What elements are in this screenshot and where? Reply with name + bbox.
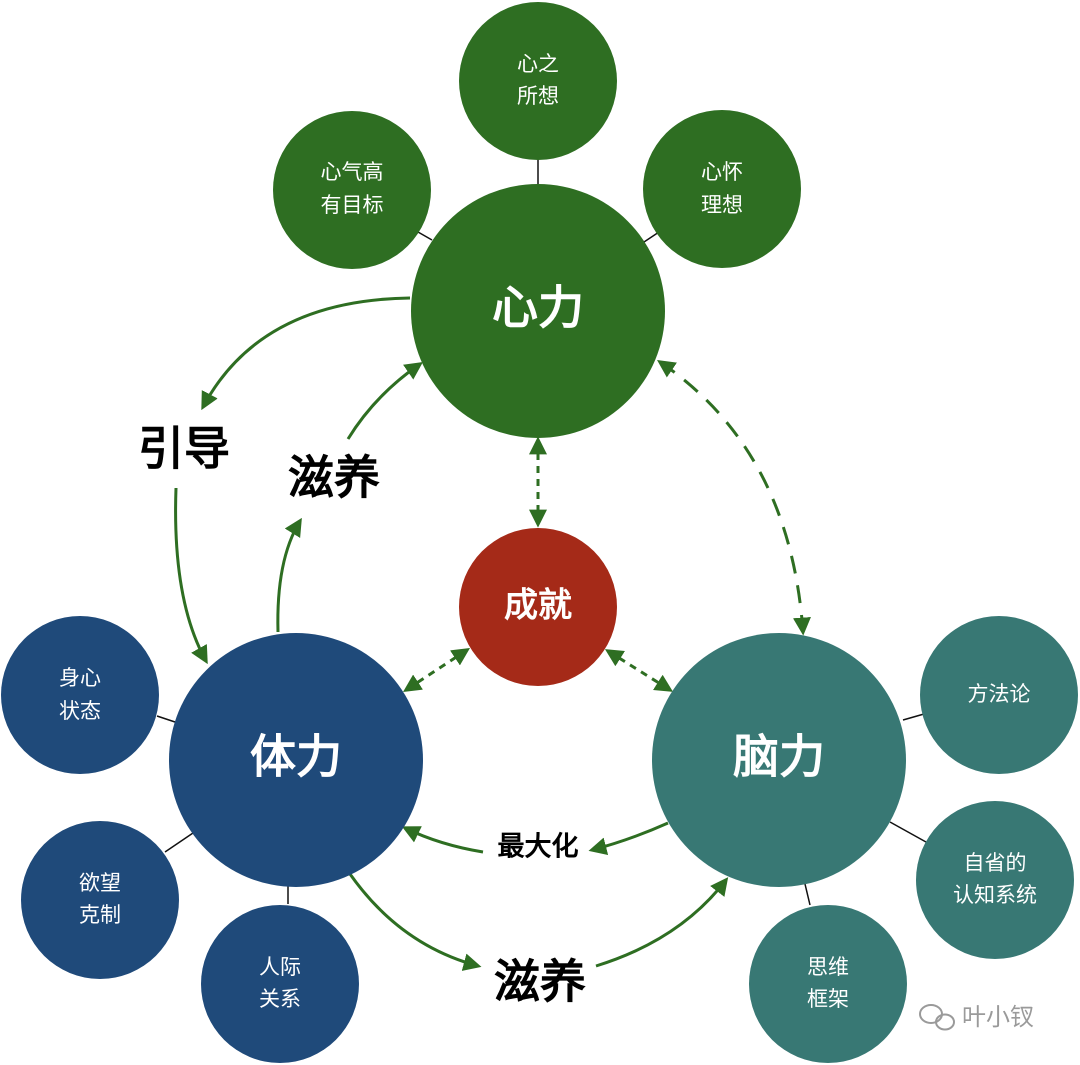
node-tili bbox=[169, 633, 423, 887]
arrow-zuidahua-left bbox=[401, 826, 484, 854]
edge-labels: 引导 滋养 最大化 滋养 bbox=[138, 422, 586, 1009]
node-xinli bbox=[411, 184, 665, 438]
satellite-text: 状态 bbox=[59, 699, 101, 723]
node-chengjiu bbox=[459, 528, 617, 686]
satellite-xinzhi-suoxiang bbox=[459, 2, 617, 160]
arrow-ziyang-left-bottom bbox=[276, 517, 302, 633]
satellite-xinqigao bbox=[273, 111, 431, 269]
connector-naoli-lower bbox=[889, 821, 927, 843]
satellite-text: 思维 bbox=[807, 955, 849, 979]
satellite-text: 有目标 bbox=[321, 193, 384, 217]
arrow-ziyang-bottom-right bbox=[595, 877, 729, 968]
tili-satellites: 身心 状态 欲望 克制 人际 关系 bbox=[1, 616, 359, 1063]
satellite-text: 理想 bbox=[701, 193, 743, 217]
satellite-text: 人际 bbox=[259, 955, 301, 979]
connector-xinli-right bbox=[643, 231, 660, 243]
arrow-ziyang-bottom-left bbox=[348, 873, 482, 971]
satellite-text: 框架 bbox=[807, 987, 849, 1011]
satellite-renji-guanxi bbox=[201, 905, 359, 1063]
naoli-satellites: 方法论 自省的 认知系统 思维 框架 bbox=[749, 616, 1078, 1063]
satellite-text: 方法论 bbox=[968, 682, 1031, 706]
label-ziyang-bottom: 滋养 bbox=[494, 955, 586, 1009]
satellite-yuwang-kezhi bbox=[21, 821, 179, 979]
connector-tili-top bbox=[156, 715, 176, 723]
connector-tili-left bbox=[164, 832, 194, 853]
label-ziyang-left: 滋养 bbox=[288, 451, 380, 505]
satellite-connectors bbox=[156, 158, 927, 906]
wechat-icon bbox=[919, 1004, 955, 1031]
satellite-xinhuai-lixiang bbox=[643, 110, 801, 268]
satellite-text: 心怀 bbox=[701, 160, 743, 184]
satellite-text: 心之 bbox=[517, 52, 559, 76]
satellite-text: 克制 bbox=[79, 903, 121, 927]
label-yindao: 引导 bbox=[138, 422, 230, 476]
arrow-xinli-naoli bbox=[657, 359, 811, 636]
satellite-text: 心气高 bbox=[321, 160, 384, 184]
satellite-text: 欲望 bbox=[79, 871, 121, 895]
node-naoli-label: 脑力 bbox=[733, 730, 825, 784]
node-naoli bbox=[652, 633, 906, 887]
connector-naoli-right bbox=[902, 713, 925, 721]
xinli-satellites: 心之 所想 心气高 有目标 心怀 理想 bbox=[273, 2, 801, 269]
arrow-chengjiu-naoli bbox=[604, 649, 674, 692]
satellite-text: 所想 bbox=[517, 84, 559, 108]
arrow-yindao-top bbox=[201, 296, 411, 411]
watermark-text: 叶小钗 bbox=[962, 1003, 1034, 1031]
satellite-text: 身心 bbox=[59, 666, 101, 690]
label-zuidahua: 最大化 bbox=[498, 832, 579, 863]
arrow-yindao-bottom bbox=[174, 487, 208, 665]
watermark: 叶小钗 bbox=[919, 1003, 1034, 1031]
connector-naoli-bottom bbox=[804, 883, 811, 906]
satellite-text: 认知系统 bbox=[953, 883, 1037, 907]
arrow-chengjiu-tili bbox=[402, 648, 471, 692]
node-xinli-label: 心力 bbox=[492, 281, 584, 335]
node-chengjiu-label: 成就 bbox=[504, 586, 572, 626]
satellite-zixing bbox=[916, 801, 1074, 959]
satellite-siwei-kuangjia bbox=[749, 905, 907, 1063]
connector-xinli-left bbox=[417, 231, 433, 241]
satellite-shenxin-zhuangtai bbox=[1, 616, 159, 774]
satellite-text: 关系 bbox=[259, 987, 301, 1011]
node-tili-label: 体力 bbox=[250, 730, 342, 784]
arrow-zuidahua-right bbox=[588, 821, 669, 856]
satellite-text: 自省的 bbox=[964, 851, 1027, 875]
arrow-ziyang-left-top bbox=[346, 361, 423, 440]
arrows bbox=[174, 296, 811, 971]
main-nodes: 心力 体力 脑力 成就 bbox=[169, 184, 906, 887]
satellite-fangfalun bbox=[920, 616, 1078, 774]
